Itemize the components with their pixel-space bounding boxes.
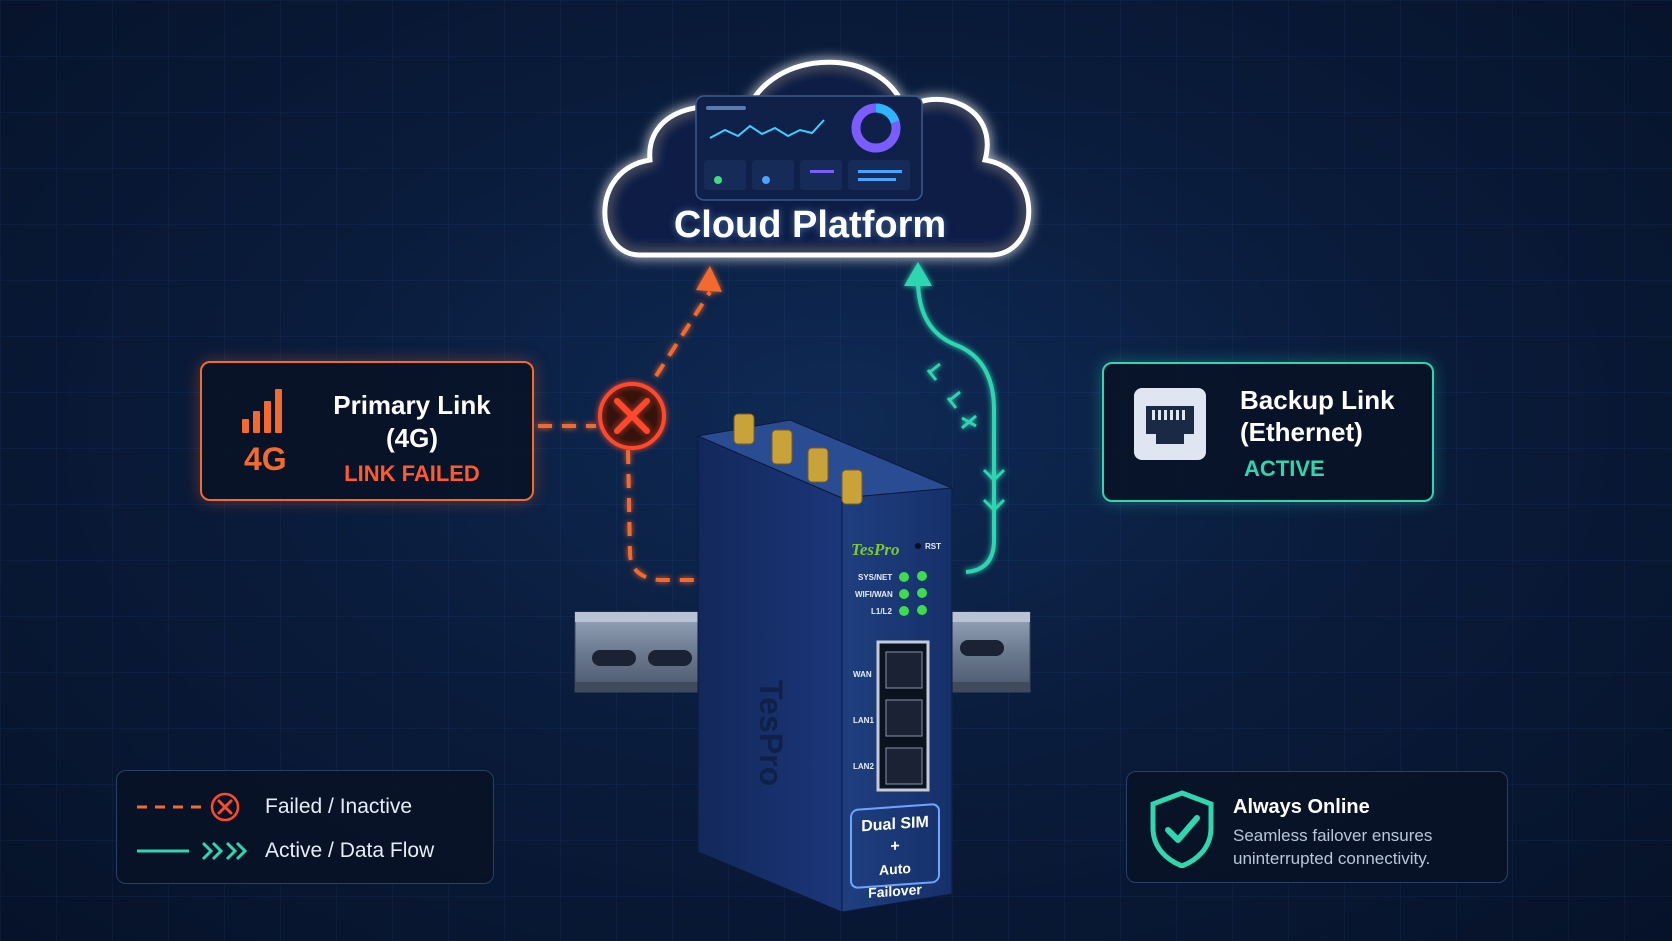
- status-leds: [899, 543, 927, 616]
- port-label-lan1: LAN1: [853, 716, 874, 725]
- primary-link-title: Primary Link (4G): [322, 389, 502, 455]
- backup-link-title: Backup Link (Ethernet): [1240, 384, 1395, 448]
- device-brand-logo: TesPro: [851, 540, 900, 559]
- shield-check-icon: [1150, 790, 1214, 868]
- legend-panel: Failed / Inactive Active / Data Flow: [116, 770, 494, 884]
- always-online-subtitle: Seamless failover ensures uninterrupted …: [1233, 826, 1433, 868]
- arrowhead-up-orange: [696, 266, 722, 292]
- primary-link-title-line2: (4G): [386, 423, 438, 453]
- failure-x-icon: [598, 382, 666, 450]
- always-online-title: Always Online: [1233, 796, 1370, 818]
- led-label-wifi-wan: WIFI/WAN: [855, 590, 893, 599]
- badge-line-3: Auto Failover: [868, 859, 922, 901]
- backup-link-title-line1: Backup Link: [1240, 385, 1395, 415]
- port-label-wan: WAN: [853, 670, 872, 679]
- reset-label: RST: [925, 542, 941, 551]
- arrowhead-up-green: [904, 262, 932, 286]
- svg-text:TesPro: TesPro: [753, 680, 789, 786]
- antenna-connectors: [733, 413, 863, 505]
- legend-label-active: Active / Data Flow: [265, 839, 435, 862]
- always-online-panel: Always Online Seamless failover ensures …: [1126, 771, 1508, 883]
- cloud-platform-label: Cloud Platform: [673, 204, 947, 246]
- legend-item-failed: Failed / Inactive: [137, 791, 412, 823]
- solid-green-line-icon: [137, 841, 247, 861]
- dashed-orange-line-icon: [137, 792, 240, 822]
- legend-label-failed: Failed / Inactive: [265, 795, 413, 818]
- primary-link-card: 4G Primary Link (4G) LINK FAILED: [200, 361, 534, 501]
- backup-link-title-line2: (Ethernet): [1240, 417, 1363, 447]
- legend-item-active: Active / Data Flow: [137, 835, 434, 867]
- ethernet-port-icon: [1134, 388, 1206, 460]
- signal-bars-icon: [242, 389, 282, 433]
- link-technology-label: 4G: [244, 441, 287, 477]
- router-device: TesPro: [696, 413, 953, 913]
- port-label-lan2: LAN2: [853, 762, 874, 771]
- ethernet-ports: [876, 640, 930, 792]
- dual-sim-badge: Dual SIM + Auto Failover: [850, 802, 940, 901]
- active-link-path: [904, 262, 1006, 574]
- failed-link-path: [538, 266, 722, 582]
- primary-link-title-line1: Primary Link: [333, 390, 491, 420]
- led-label-l1-l2: L1/L2: [871, 607, 892, 616]
- led-label-sys-net: SYS/NET: [858, 573, 893, 582]
- primary-link-status: LINK FAILED: [344, 461, 480, 486]
- backup-link-card: Backup Link (Ethernet) ACTIVE: [1102, 362, 1434, 502]
- dashboard-widget: [695, 95, 923, 201]
- backup-link-status: ACTIVE: [1244, 456, 1325, 481]
